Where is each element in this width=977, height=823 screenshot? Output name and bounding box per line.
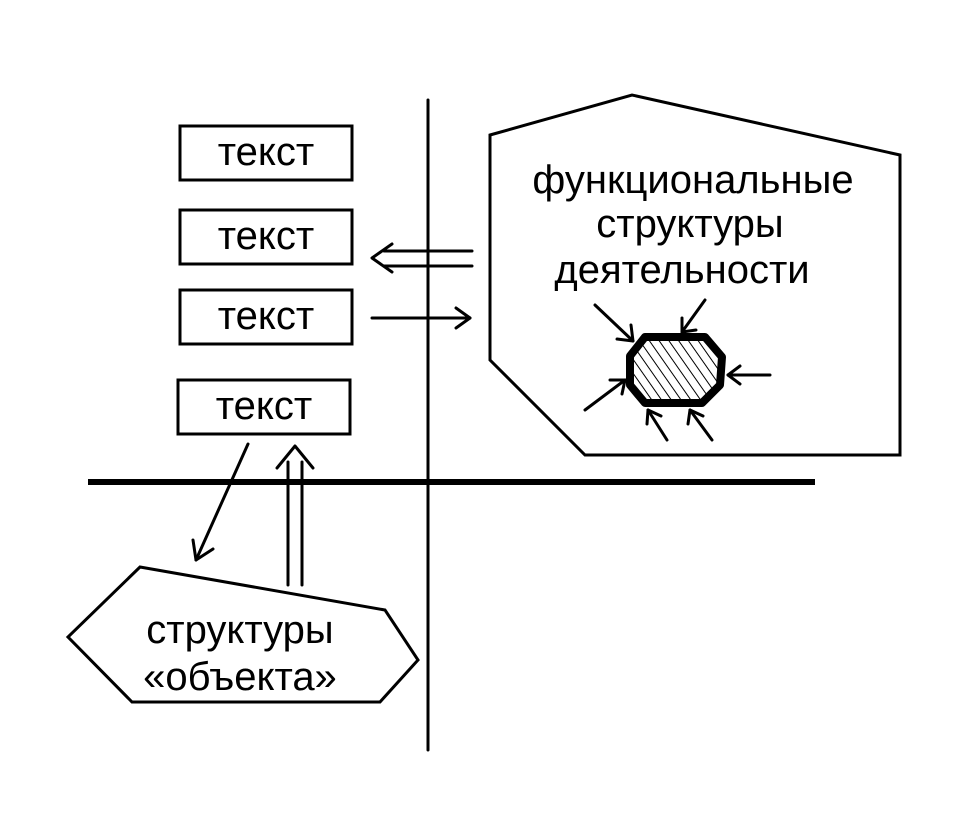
arrow-to-functional (370, 306, 472, 330)
text-box-2: текст (178, 208, 354, 266)
functional-structures-shape: функциональные структуры деятельности (488, 93, 902, 457)
text-box-1: текст (178, 124, 354, 182)
functional-label-line-1: функциональные (532, 158, 853, 202)
object-label-line-1: структуры (146, 608, 333, 652)
functional-label-line-3: деятельности (554, 248, 809, 292)
core-arrows-group (583, 298, 772, 442)
text-box-3: текст (178, 288, 354, 346)
object-label-line-2: «объекта» (143, 655, 337, 699)
double-arrow-to-box-2 (370, 242, 474, 274)
functional-label-line-2: структуры (596, 202, 783, 246)
text-box-4: текст (176, 378, 352, 436)
text-box-1-label: текст (218, 130, 314, 174)
arrow-to-object (191, 442, 250, 562)
object-structures-shape: структуры «объекта» (65, 565, 420, 704)
hatched-octagon-icon (626, 333, 726, 407)
text-box-2-label: текст (218, 214, 314, 258)
text-box-3-label: текст (218, 294, 314, 338)
double-arrow-to-box-4 (275, 444, 315, 587)
text-box-4-label: текст (216, 384, 312, 428)
